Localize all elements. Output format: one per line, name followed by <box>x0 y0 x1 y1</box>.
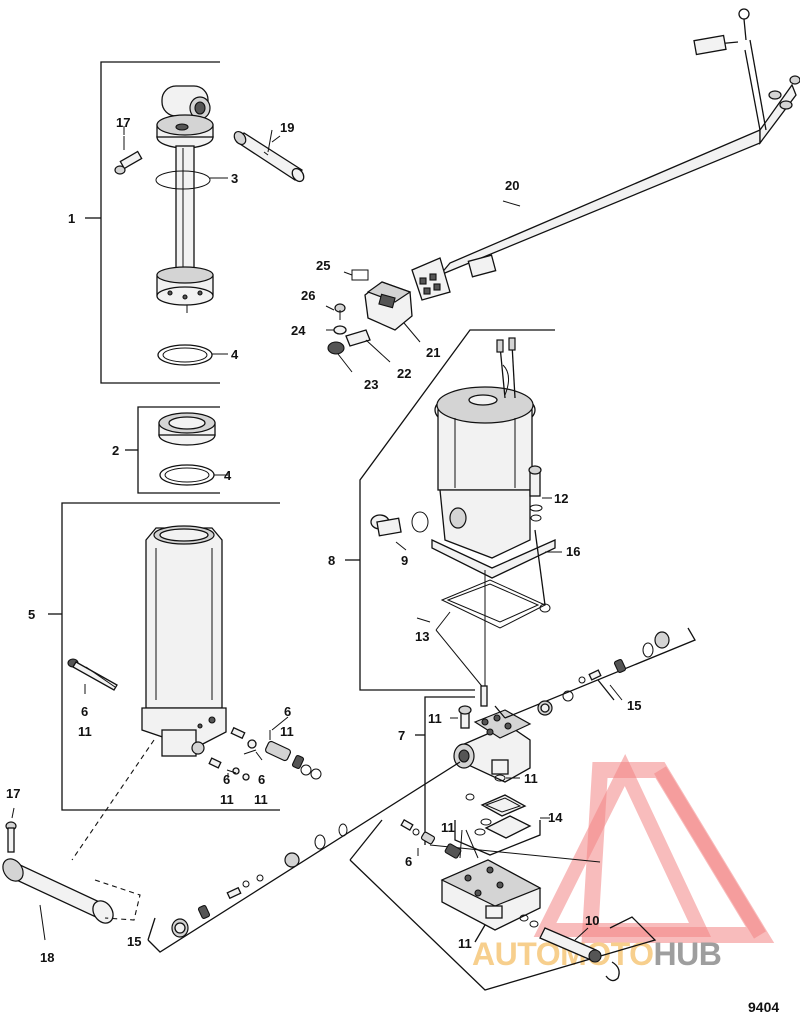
callout-11-mid: 11 <box>220 792 234 807</box>
callout-11-pump-ring: 11 <box>524 771 538 786</box>
dowel-pin <box>480 685 488 707</box>
screw-12 <box>528 465 552 522</box>
valve-parts-6-lower <box>400 819 462 859</box>
callout-11-manifold: 11 <box>458 936 472 951</box>
callout-17-lower: 17 <box>6 786 20 801</box>
callout-15-left: 15 <box>127 934 141 949</box>
callout-25: 25 <box>316 258 330 273</box>
label-25 <box>351 269 369 281</box>
callout-7: 7 <box>398 728 405 743</box>
pin-19 <box>233 129 305 183</box>
valve-strip-15-right <box>494 627 696 719</box>
callout-11-bolt: 11 <box>78 724 92 739</box>
callout-6-valve: 6 <box>284 704 291 719</box>
callout-13: 13 <box>415 629 429 644</box>
callout-19: 19 <box>280 120 294 135</box>
callout-11-right: 11 <box>254 792 268 807</box>
manifold-box-11 <box>349 819 657 991</box>
filter-14 <box>474 794 532 839</box>
group-box-1 <box>85 61 220 384</box>
fill-plug-9 <box>370 511 429 551</box>
callout-24: 24 <box>291 323 306 338</box>
callout-23: 23 <box>364 377 378 392</box>
long-bolt-6 <box>67 658 118 691</box>
diagram-code: 9404 <box>748 999 779 1015</box>
bracket-22 <box>345 329 371 347</box>
callout-17-upper: 17 <box>116 115 130 130</box>
callout-5: 5 <box>28 607 35 622</box>
callout-12: 12 <box>554 491 568 506</box>
pin-18 <box>2 858 114 924</box>
callout-4-lower: 4 <box>224 468 232 483</box>
screw-26 <box>334 303 346 320</box>
callout-3: 3 <box>231 171 238 186</box>
o-ring-3 <box>155 170 211 190</box>
gasket-13 <box>435 570 547 691</box>
callout-4-upper: 4 <box>231 347 239 362</box>
callout-1: 1 <box>68 211 75 226</box>
wire-harness-20 <box>411 8 800 301</box>
callout-11-valve: 11 <box>280 724 294 739</box>
screw-17-lower <box>5 821 17 853</box>
spool-10 <box>519 914 620 982</box>
watermark-logo: AUTOMOTOHUB <box>472 753 775 972</box>
callout-8: 8 <box>328 553 335 568</box>
pump-body-7 <box>453 709 532 783</box>
o-ring-11-pump <box>494 774 506 782</box>
callout-6-mid: 6 <box>223 772 230 787</box>
callout-14: 14 <box>548 810 563 825</box>
callout-6-bolt: 6 <box>81 704 88 719</box>
callout-26: 26 <box>301 288 315 303</box>
callout-18: 18 <box>40 950 54 965</box>
callout-20: 20 <box>505 178 519 193</box>
relay-21 <box>364 281 413 331</box>
callout-22: 22 <box>397 366 411 381</box>
o-ring-4-upper <box>157 344 213 366</box>
watermark-brand-b: HUB <box>653 936 721 972</box>
screw-11-pump <box>450 705 472 729</box>
callout-6-right: 6 <box>258 772 265 787</box>
trim-cylinder-5 <box>141 525 227 757</box>
pump-motor-8 <box>431 337 556 579</box>
screw-17-upper <box>114 136 143 175</box>
nut-23 <box>327 341 345 355</box>
piston-2 <box>158 412 216 446</box>
callout-16: 16 <box>566 544 580 559</box>
callout-9: 9 <box>401 553 408 568</box>
washer-24 <box>333 325 347 335</box>
manifold-plate <box>440 859 542 931</box>
valve-strip-15-left <box>147 761 461 953</box>
trim-rod-assembly <box>156 85 214 313</box>
valve-parts-6 <box>208 726 322 781</box>
callout-11-filter: 11 <box>441 820 455 835</box>
callout-21: 21 <box>426 345 440 360</box>
callout-10: 10 <box>585 913 599 928</box>
callout-6-lower: 6 <box>405 854 412 869</box>
callout-15-right: 15 <box>627 698 641 713</box>
callout-11-pump-screw: 11 <box>428 711 442 726</box>
callout-2: 2 <box>112 443 119 458</box>
watermark-triangle <box>533 753 712 937</box>
